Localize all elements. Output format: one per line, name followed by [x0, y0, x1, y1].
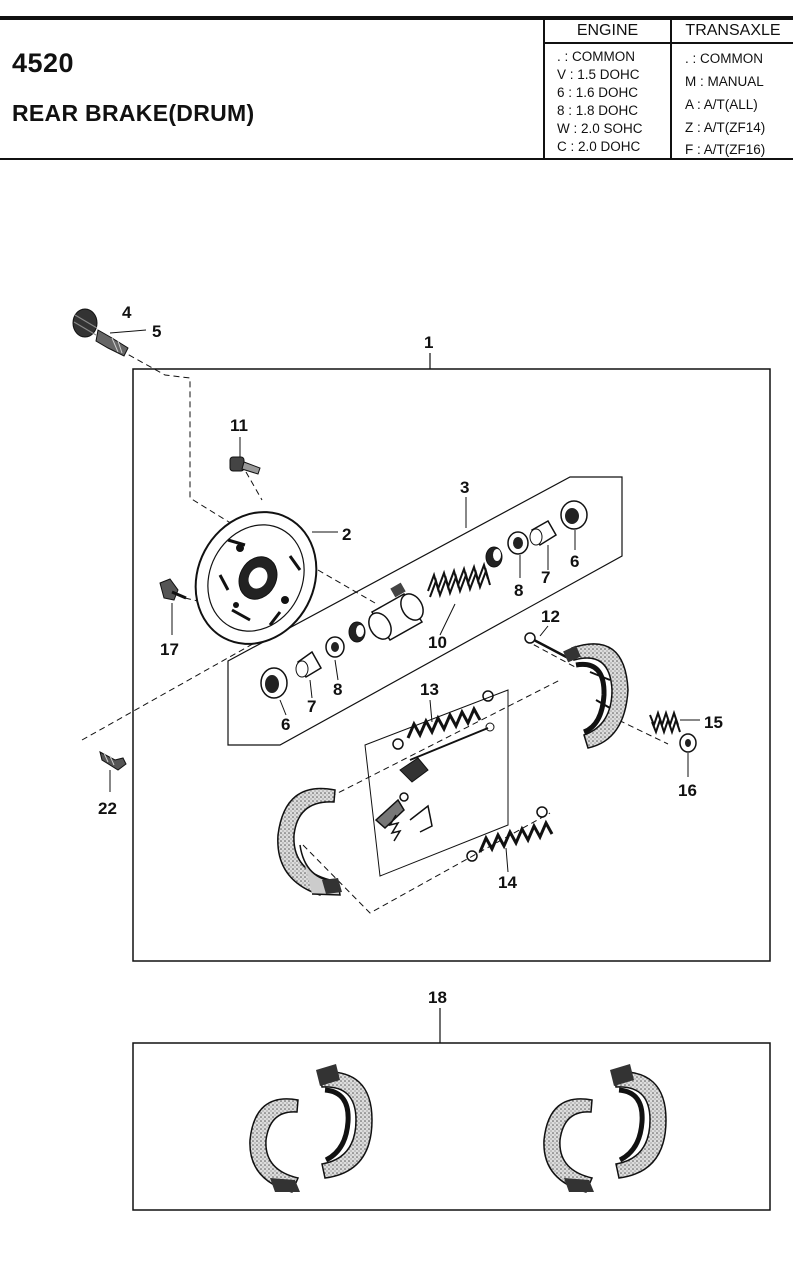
callout-7b: 7 [307, 697, 316, 716]
callout-10: 10 [428, 633, 447, 652]
leader-line [334, 659, 339, 681]
callout-8a: 8 [514, 581, 523, 600]
callout-22: 22 [98, 799, 117, 818]
lower-return-spring-part [466, 806, 554, 862]
adjuster-lever-part [374, 792, 433, 842]
transaxle-row: Z : A/T(ZF14) [685, 120, 766, 135]
adjuster-stud-part [159, 578, 187, 601]
piston-cup-left [348, 621, 366, 643]
transaxle-row: A : A/T(ALL) [685, 97, 758, 112]
engine-row: V : 1.5 DOHC [557, 67, 640, 82]
table-divider [670, 20, 672, 158]
backing-plate-part [194, 511, 318, 645]
kit-shoe-right-trailing [610, 1064, 667, 1179]
boot-right [529, 519, 558, 547]
transaxle-row: . : COMMON [685, 51, 763, 66]
callout-16: 16 [678, 781, 697, 800]
spring-cup-part [679, 733, 697, 753]
header-top-rule [0, 16, 793, 20]
piston-cup-right [485, 546, 503, 568]
engine-row: C : 2.0 DOHC [557, 139, 641, 154]
leader-line [429, 699, 433, 723]
callout-2: 2 [342, 525, 351, 544]
cylinder-spring-part [427, 561, 491, 599]
part-group-code: 4520 [12, 48, 75, 78]
adjuster-rod-part [399, 722, 495, 783]
callout-18: 18 [428, 988, 447, 1007]
callout-8b: 8 [333, 680, 342, 699]
callout-11: 11 [230, 416, 248, 435]
table-header-rule [543, 42, 793, 44]
engine-row: 8 : 1.8 DOHC [557, 103, 639, 118]
hold-down-pin-part [524, 632, 573, 662]
bolt-part [229, 456, 261, 475]
leader-line [309, 679, 313, 699]
table-left-border [543, 20, 545, 158]
leader-line [109, 329, 147, 334]
leader-line [505, 847, 509, 873]
callout-4: 4 [122, 303, 132, 322]
transaxle-row: F : A/T(ZF16) [685, 142, 766, 157]
hold-down-spring-part [649, 709, 681, 736]
dust-boot-right [560, 500, 588, 530]
exploded-parts-diagram: 1 2 3 4 5 6 6 7 7 8 8 10 11 12 13 14 15 … [72, 303, 771, 1211]
brake-shoe-leading [277, 787, 342, 896]
transaxle-row: M : MANUAL [685, 74, 764, 89]
assembly-frame [132, 368, 771, 962]
header-bottom-rule [0, 158, 793, 160]
callout-5: 5 [152, 322, 161, 341]
callout-6a: 6 [570, 552, 579, 571]
callout-12: 12 [541, 607, 560, 626]
boot-left-small [325, 636, 345, 658]
callout-17: 17 [160, 640, 179, 659]
engine-row: 6 : 1.6 DOHC [557, 85, 639, 100]
dust-boot-left [260, 667, 288, 699]
shoe-kit-frame [132, 1042, 771, 1211]
kit-shoe-right-leading [543, 1098, 594, 1193]
transaxle-header: TRANSAXLE [685, 22, 781, 39]
bleeder-screw-part [95, 329, 129, 357]
page-title: REAR BRAKE(DRUM) [12, 100, 255, 126]
brake-shoe-trailing [563, 643, 629, 749]
callout-14: 14 [498, 873, 517, 892]
leader-line [539, 625, 549, 637]
spring-group-box [364, 689, 509, 877]
bleeder-cap-part [72, 308, 98, 338]
kit-shoe-left-leading [249, 1098, 300, 1193]
engine-row: . : COMMON [557, 49, 635, 64]
callout-15: 15 [704, 713, 723, 732]
callout-6b: 6 [281, 715, 290, 734]
callout-7a: 7 [541, 568, 550, 587]
kit-shoe-left-trailing [316, 1064, 373, 1179]
callout-1: 1 [424, 333, 433, 352]
wheel-cylinder-group-box [227, 476, 623, 746]
mounting-bolt-part [99, 751, 127, 771]
upper-return-spring-part [392, 690, 494, 750]
leader-line [279, 699, 287, 716]
piston-right [507, 531, 529, 555]
callout-3: 3 [460, 478, 469, 497]
engine-header: ENGINE [576, 22, 639, 39]
wheel-cylinder-part [368, 582, 424, 642]
leader-line [439, 603, 456, 636]
engine-row: W : 2.0 SOHC [557, 121, 643, 136]
piston-left [295, 650, 323, 679]
callout-13: 13 [420, 680, 439, 699]
header: 4520 REAR BRAKE(DRUM) ENGINE TRANSAXLE .… [0, 0, 793, 163]
engine-transaxle-table: ENGINE TRANSAXLE . : COMMON V : 1.5 DOHC… [543, 20, 793, 158]
